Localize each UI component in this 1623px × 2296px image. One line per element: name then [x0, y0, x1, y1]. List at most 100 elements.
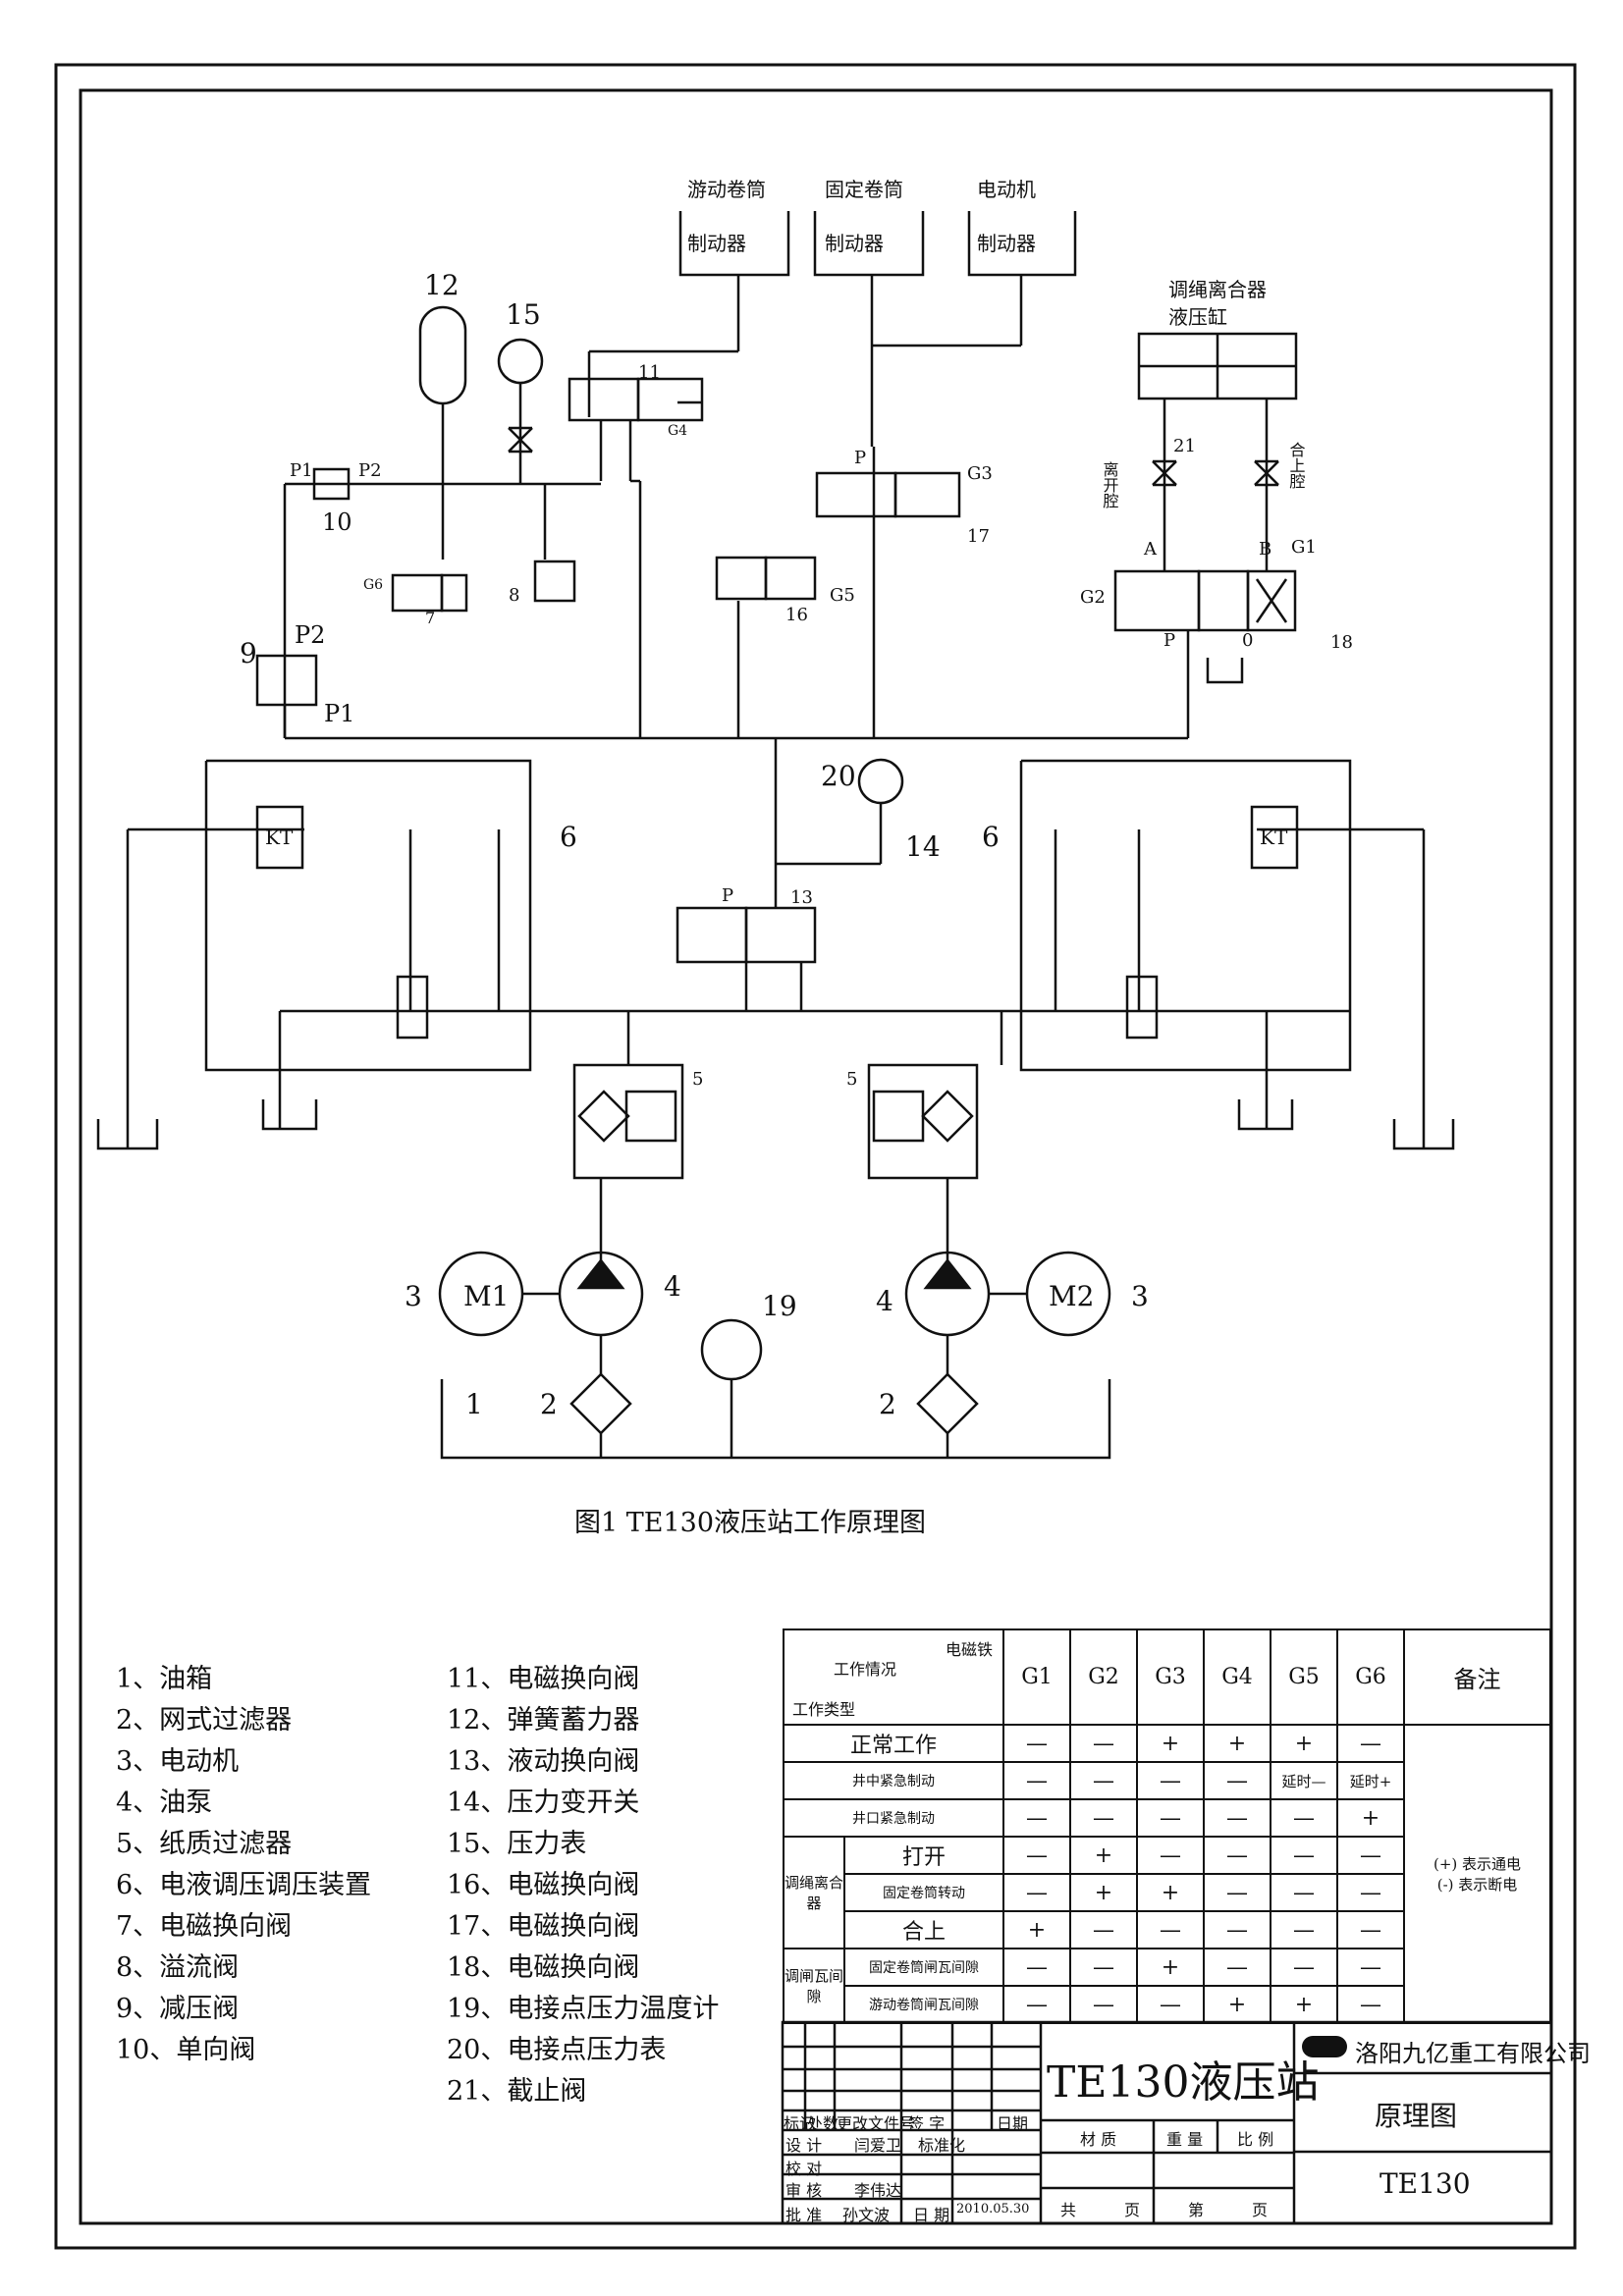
- company-name: 洛阳九亿重工有限公司: [1355, 2040, 1591, 2067]
- date-value: 2010.05.30: [956, 2202, 1030, 2216]
- col-header: G4: [1203, 1629, 1271, 1726]
- table-cell: —: [1336, 1910, 1405, 1949]
- comp-num-15: 15: [506, 298, 541, 331]
- clutch-label-2: 液压缸: [1168, 305, 1227, 329]
- table-cell: +: [1002, 1910, 1071, 1949]
- remark-line: (-) 表示断电: [1436, 1876, 1518, 1894]
- solenoid-logic-table: 电磁铁 工作情况 工作类型 G1 G2 G3 G4 G5 G6 备注 正常工作—…: [783, 1629, 1551, 2024]
- role-review: 审 核: [785, 2181, 823, 2200]
- table-cell: —: [1136, 1836, 1205, 1875]
- material-label: 材 质: [1080, 2130, 1117, 2149]
- table-row: 调闸瓦间隙固定卷筒闸瓦间隙——+———: [783, 1948, 1550, 2024]
- table-cell: +: [1203, 1985, 1271, 2024]
- comp-num-20: 20: [821, 760, 856, 792]
- table-corner-header: 电磁铁 工作情况 工作类型: [783, 1629, 1004, 1726]
- clutch-label-1: 调绳离合器: [1168, 278, 1267, 301]
- comp-num-12: 12: [424, 269, 460, 301]
- table-cell: —: [1203, 1910, 1271, 1949]
- table-cell: 延时—: [1270, 1761, 1338, 1800]
- port-g4: G4: [668, 423, 687, 439]
- table-cell: +: [1270, 1724, 1338, 1763]
- table-row-name: 井口紧急制动: [783, 1798, 1004, 1838]
- legend-item: 17、电磁换向阀: [447, 1911, 640, 1942]
- col-header: G5: [1270, 1629, 1338, 1726]
- port-g5: G5: [830, 585, 855, 606]
- table-cell: —: [1002, 1724, 1071, 1763]
- table-cell: —: [1136, 1761, 1205, 1800]
- table-cell: —: [1002, 1836, 1071, 1875]
- kt-right: KT: [1260, 826, 1288, 849]
- legend-item: 6、电液调压调压装置: [116, 1870, 372, 1900]
- table-cell: +: [1069, 1873, 1138, 1912]
- legend-item: 13、液动换向阀: [447, 1746, 640, 1777]
- port-g6: G6: [363, 577, 383, 593]
- comp-num-21: 21: [1173, 436, 1196, 456]
- table-row-name: 固定卷筒闸瓦间隙: [843, 1948, 1004, 1987]
- comp-num-7: 7: [425, 609, 435, 627]
- remark-header: 备注: [1403, 1629, 1551, 1726]
- legend-item: 1、油箱: [116, 1664, 213, 1694]
- total-label: 共: [1060, 2201, 1077, 2219]
- legend-item: 15、压力表: [447, 1829, 587, 1859]
- table-row: 合上+—————: [784, 1910, 1550, 1949]
- remark-line: (+) 表示通电: [1433, 1855, 1522, 1873]
- table-cell: —: [1002, 1873, 1071, 1912]
- table-cell: —: [1136, 1798, 1205, 1838]
- table-cell: —: [1270, 1948, 1338, 1987]
- legend-right: 11、电磁换向阀 12、弹簧蓄力器 13、液动换向阀 14、压力变开关 15、压…: [447, 1659, 719, 2112]
- legend-item: 9、减压阀: [116, 1994, 240, 2024]
- brake-label-fixed-2: 制动器: [825, 232, 884, 255]
- table-row-name: 固定卷筒转动: [843, 1873, 1004, 1912]
- sheet-label: 第: [1188, 2201, 1205, 2219]
- role-design: 设 计: [785, 2136, 823, 2155]
- table-cell: +: [1136, 1873, 1205, 1912]
- col-header: G2: [1069, 1629, 1138, 1726]
- corner-top-right: 电磁铁: [945, 1640, 993, 1659]
- comp-num-1: 1: [465, 1388, 483, 1420]
- table-cell: +: [1136, 1724, 1205, 1763]
- reviewer: 李伟达: [854, 2181, 902, 2200]
- comp-num-18: 18: [1330, 632, 1353, 653]
- table-cell: —: [1069, 1948, 1138, 1987]
- approver: 孙文波: [842, 2206, 891, 2224]
- designer: 闫爱卫: [854, 2136, 902, 2155]
- brake-label-fixed-1: 固定卷筒: [825, 178, 903, 201]
- legend-item: 11、电磁换向阀: [447, 1664, 640, 1694]
- legend-item: 7、电磁换向阀: [116, 1911, 293, 1942]
- table-cell: +: [1136, 1948, 1205, 1987]
- scale-label: 比 例: [1237, 2130, 1274, 2149]
- legend-item: 19、电接点压力温度计: [447, 1994, 720, 2024]
- legend-item: 8、溢流阀: [116, 1952, 240, 1983]
- table-cell: —: [1002, 1948, 1071, 1987]
- drawing-name: 原理图: [1375, 2100, 1458, 2132]
- legend-item: 5、纸质过滤器: [116, 1829, 293, 1859]
- comp-num-4-left: 4: [664, 1270, 681, 1303]
- total-unit: 页: [1124, 2201, 1141, 2219]
- table-row: 游动卷筒闸瓦间隙———++—: [784, 1985, 1550, 2024]
- table-cell: —: [1002, 1761, 1071, 1800]
- table-row: 井中紧急制动————延时—延时+: [783, 1761, 1550, 1800]
- table-cell: +: [1203, 1724, 1271, 1763]
- rev-header-mark: 标记: [784, 2114, 816, 2133]
- col-header: G1: [1002, 1629, 1071, 1726]
- table-cell: —: [1336, 1836, 1405, 1875]
- role-approve: 批 准: [785, 2206, 823, 2224]
- rev-header-doc: 更改文件号: [837, 2114, 916, 2133]
- table-row: 固定卷筒转动—++———: [784, 1873, 1550, 1912]
- comp-num-5-right: 5: [846, 1069, 857, 1090]
- comp-num-3-right: 3: [1131, 1280, 1149, 1312]
- role-check: 校 对: [785, 2160, 823, 2178]
- table-cell: +: [1270, 1985, 1338, 2024]
- brake-label-motor-1: 电动机: [977, 178, 1036, 201]
- port-p1-top: P1: [290, 460, 313, 481]
- comp-num-3-left: 3: [405, 1280, 422, 1312]
- port-p2-reducer: P2: [295, 621, 325, 649]
- legend-item: 12、弹簧蓄力器: [447, 1705, 640, 1735]
- table-row: 调绳离合器打开—+————: [783, 1836, 1550, 1949]
- comp-num-8: 8: [509, 585, 519, 606]
- legend-item: 3、电动机: [116, 1746, 240, 1777]
- table-cell: —: [1203, 1798, 1271, 1838]
- table-cell: —: [1069, 1910, 1138, 1949]
- table-cell: —: [1002, 1798, 1071, 1838]
- weight-label: 重 量: [1166, 2130, 1204, 2149]
